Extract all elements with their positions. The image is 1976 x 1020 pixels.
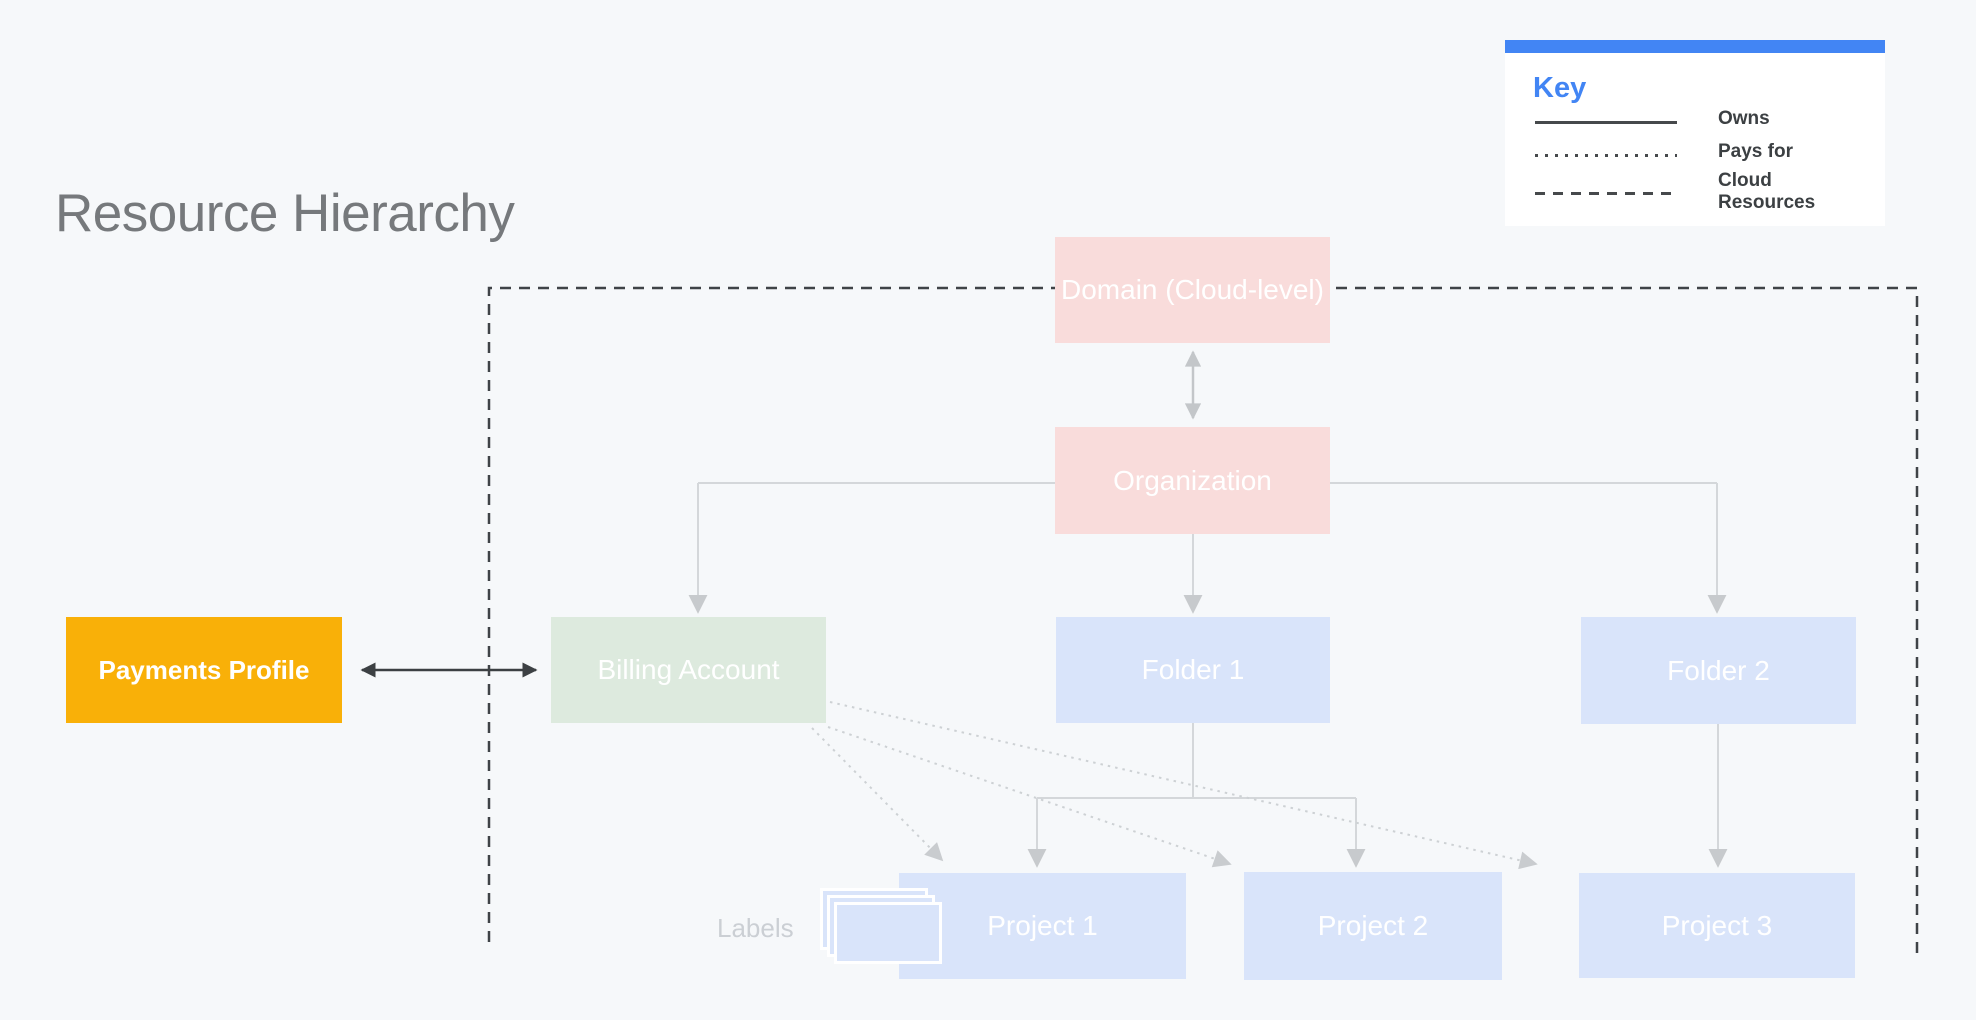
node-organization: Organization	[1055, 427, 1330, 534]
page-title: Resource Hierarchy	[55, 184, 515, 243]
node-billing-account-label: Billing Account	[597, 654, 780, 685]
key-accent-bar	[1505, 40, 1885, 53]
node-payments-profile-label: Payments Profile	[98, 654, 310, 685]
node-project-2-label: Project 2	[1317, 910, 1429, 941]
node-folder-2-label: Folder 2	[1667, 654, 1770, 686]
node-folder-1-label: Folder 1	[1141, 654, 1245, 685]
legend-label-cloud-resources: Cloud Resources	[1718, 170, 1816, 213]
label-card-front	[834, 902, 942, 964]
node-organization-label: Organization	[1113, 464, 1272, 496]
node-project-3-label: Project 3	[1661, 909, 1773, 941]
legend-dotted-line-sample	[1535, 154, 1677, 157]
key-title: Key	[1533, 72, 1587, 104]
legend-dashed-line-sample	[1535, 192, 1677, 195]
node-project-2: Project 2	[1244, 872, 1502, 980]
node-folder-1: Folder 1	[1056, 617, 1330, 723]
edge-billing-paysfor-project1	[811, 727, 944, 862]
node-project-3: Project 3	[1579, 873, 1855, 978]
edge-billing-paysfor-project3	[829, 701, 1538, 870]
node-domain: Domain (Cloud-level)	[1055, 237, 1330, 343]
stacked-labels-icon	[820, 888, 948, 968]
edge-billing-paysfor-project2	[827, 726, 1232, 868]
node-project-1: Project 1	[899, 873, 1186, 979]
legend-solid-line-sample	[1535, 121, 1677, 124]
node-project-1-label: Project 1	[987, 910, 1098, 941]
key-panel: Key Owns Pays for Cloud Resources	[1505, 40, 1885, 226]
node-billing-account: Billing Account	[551, 617, 826, 723]
node-domain-label: Domain (Cloud-level)	[1061, 274, 1324, 305]
node-payments-profile: Payments Profile	[66, 617, 342, 723]
legend-label-owns: Owns	[1718, 108, 1770, 129]
node-folder-2: Folder 2	[1581, 617, 1856, 724]
labels-caption: Labels	[717, 913, 794, 943]
legend-label-pays-for: Pays for	[1718, 141, 1793, 162]
